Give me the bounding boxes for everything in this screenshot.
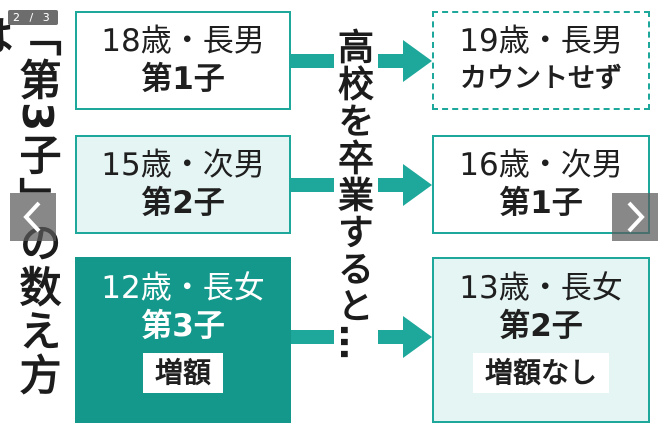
left-box-rank: 第3子 (141, 308, 225, 344)
next-slide-button[interactable] (612, 193, 658, 241)
right-box-rank: カウントせず (460, 63, 622, 94)
right-box-eldest-daughter: 13歳・長女 第2子 増額なし (432, 257, 650, 423)
no-increase-badge: 増額なし (472, 353, 609, 393)
chevron-left-icon (23, 201, 41, 233)
right-box-age: 19歳・長男 (459, 23, 623, 59)
left-box-second-son: 15歳・次男 第2子 (75, 135, 291, 234)
left-box-rank: 第1子 (141, 61, 225, 97)
increase-badge: 増額 (142, 353, 223, 393)
left-box-rank: 第2子 (141, 185, 225, 221)
slide-counter: 2 / 3 (8, 10, 58, 25)
right-box-age: 16歳・次男 (459, 147, 623, 183)
left-box-age: 18歳・長男 (101, 23, 265, 59)
previous-slide-button[interactable] (10, 193, 56, 241)
right-box-eldest-son: 19歳・長男 カウントせず (432, 11, 650, 110)
left-box-eldest-daughter: 12歳・長女 第3子 増額 (75, 257, 291, 423)
graduation-caption: 高校を卒業すると… (332, 28, 373, 361)
right-box-rank: 第2子 (499, 308, 583, 344)
chevron-right-icon (627, 201, 645, 233)
left-box-age: 12歳・長女 (101, 270, 265, 306)
left-box-eldest-son: 18歳・長男 第1子 (75, 11, 291, 110)
left-box-age: 15歳・次男 (101, 147, 265, 183)
right-box-rank: 第1子 (499, 185, 583, 221)
right-box-age: 13歳・長女 (459, 270, 623, 306)
